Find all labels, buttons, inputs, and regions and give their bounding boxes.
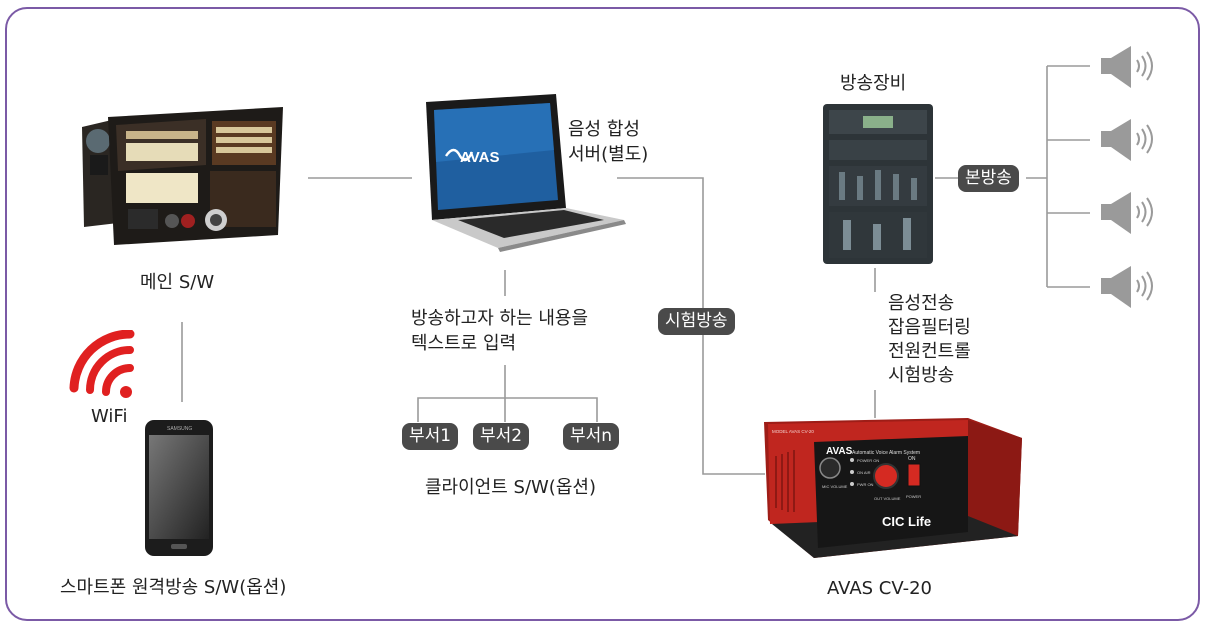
- department-badge-2: 부서2: [473, 423, 530, 450]
- department-badge-1: 부서1: [402, 423, 459, 450]
- main-broadcast-badge: 본방송: [958, 165, 1019, 192]
- tts-server-label-line2: 서버(별도): [568, 144, 649, 165]
- smartphone-icon: SAMSUNG: [145, 420, 213, 556]
- device-function-test-broadcast: 시험방송: [888, 365, 955, 386]
- client-software-label: 클라이언트 S/W(옵션): [425, 477, 596, 498]
- tts-server-label-line1: 음성 합성: [568, 119, 640, 140]
- device-maker-logo: CIC Life: [882, 514, 931, 529]
- laptop-icon: AVAS: [426, 94, 626, 252]
- device-knob2-label: OUT VOLUME: [874, 496, 901, 501]
- avas-device-image: AVAS Automatic Voice Alarm System MODEL …: [764, 418, 1022, 558]
- main-software-label: 메인 S/W: [140, 272, 215, 293]
- speaker-icon-4: [1101, 266, 1153, 308]
- device-lamp1-label: POWER ON: [857, 458, 879, 463]
- smartphone-software-label: 스마트폰 원격방송 S/W(옵션): [60, 577, 287, 598]
- department-badge-n: 부서n: [563, 423, 620, 450]
- wifi-label: WiFi: [91, 406, 128, 427]
- device-model-text: MODEL AVAS CV-20: [772, 429, 814, 434]
- device-knob1-label: MIC VOLUME: [822, 484, 848, 489]
- input-instruction-line2: 텍스트로 입력: [411, 333, 517, 354]
- broadcast-rack-icon: [823, 104, 933, 264]
- device-lamp2-label: ON AIR: [857, 470, 871, 475]
- speaker-icon-3: [1101, 192, 1153, 234]
- device-function-noise-filtering: 잡음필터링: [888, 317, 971, 338]
- wifi-icon: [69, 330, 135, 398]
- line-input-to-dept1: [417, 365, 506, 422]
- test-broadcast-badge: 시험방송: [658, 308, 735, 335]
- laptop-brand: AVAS: [460, 149, 499, 166]
- speaker-icon-2: [1101, 119, 1153, 161]
- device-label: AVAS CV-20: [827, 578, 933, 599]
- device-lamp3-label: PWR ON: [857, 482, 874, 487]
- device-power-label: POWER: [906, 494, 921, 499]
- main-software-image: [82, 107, 283, 245]
- device-brand: AVAS: [826, 446, 853, 457]
- broadcast-equipment-label: 방송장비: [840, 73, 907, 94]
- device-function-voice-transmission: 음성전송: [888, 293, 955, 314]
- smartphone-brand: SAMSUNG: [167, 426, 192, 432]
- device-function-power-control: 전원컨트롤: [888, 341, 971, 362]
- speaker-icon-1: [1101, 46, 1153, 88]
- device-power-on-label: ON: [908, 456, 916, 462]
- device-subtitle: Automatic Voice Alarm System: [852, 450, 920, 456]
- input-instruction-line1: 방송하고자 하는 내용을: [411, 308, 589, 329]
- line-input-to-deptn: [505, 397, 598, 422]
